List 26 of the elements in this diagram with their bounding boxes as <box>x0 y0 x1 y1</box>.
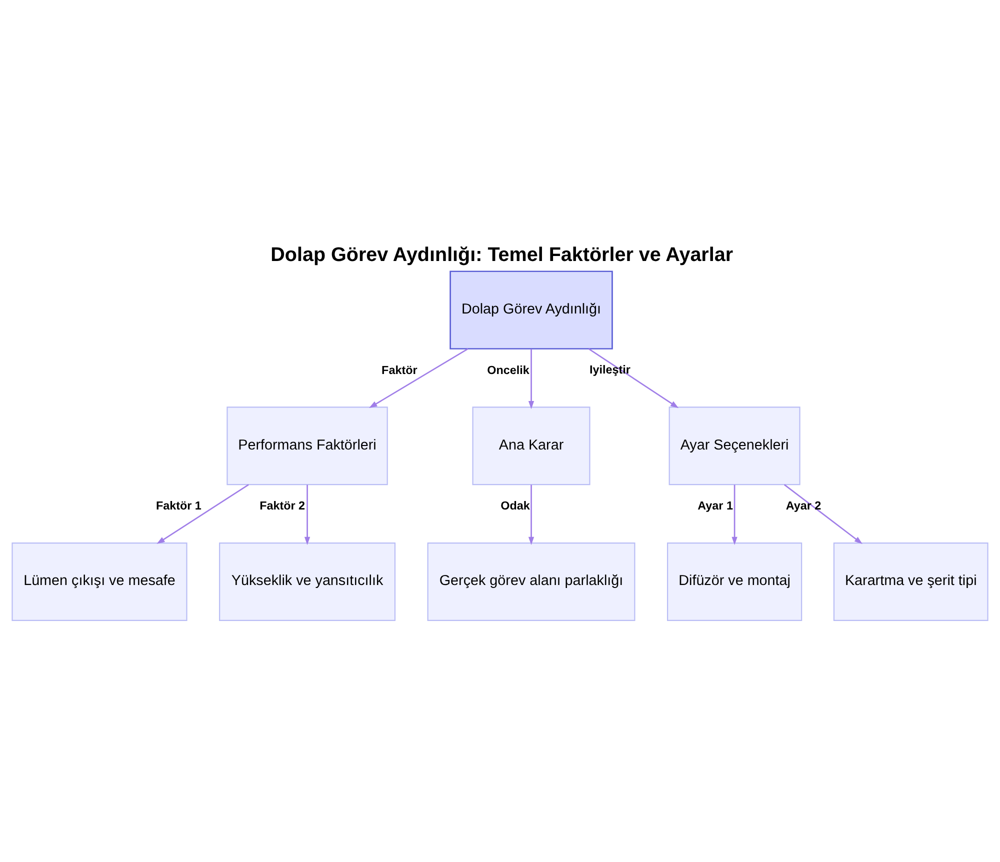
arrow <box>732 484 738 544</box>
edge-label: Iyileştir <box>589 363 630 376</box>
edge-label: Faktör <box>382 363 418 376</box>
node-box: Ayar Seçenekleri <box>668 406 800 485</box>
node-box: Yükseklik ve yansıtıcılık <box>219 542 396 620</box>
arrow <box>528 348 534 409</box>
edge-label: Faktör 2 <box>260 499 306 512</box>
diagram-title: Dolap Görev Aydınlığı: Temel Faktörler ve Ayarlar <box>270 244 734 266</box>
node-box: Lümen çıkışı ve mesafe <box>12 542 188 620</box>
arrow <box>304 484 310 544</box>
edge-label: Odak <box>500 499 530 512</box>
edge-label: Oncelik <box>487 363 530 376</box>
edge-label: Ayar 1 <box>698 499 733 512</box>
node-box: Dolap Görev Aydınlığı <box>450 270 613 349</box>
edge-label: Faktör 1 <box>156 499 202 512</box>
node-box: Difüzör ve montaj <box>667 542 802 620</box>
arrow <box>784 484 862 544</box>
node-box: Performans Faktörleri <box>226 406 388 485</box>
node-box: Karartma ve şerit tipi <box>833 542 988 620</box>
node-box: Ana Karar <box>472 406 590 485</box>
arrow <box>588 348 679 408</box>
arrow <box>369 348 468 408</box>
edge-label: Ayar 2 <box>786 499 822 512</box>
arrow <box>156 484 249 544</box>
node-box: Gerçek görev alanı parlaklığı <box>427 542 636 620</box>
arrow <box>528 484 534 544</box>
